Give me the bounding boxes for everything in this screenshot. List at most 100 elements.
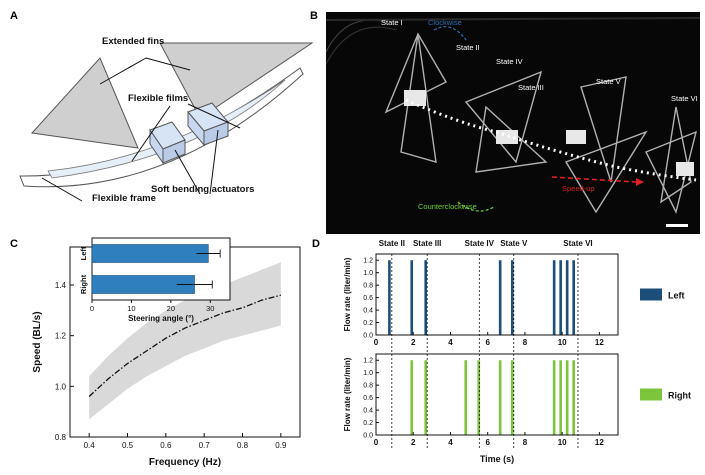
inset-category-label: Right bbox=[79, 274, 88, 294]
flow-y-axis-title: Flow rate (liter/min) bbox=[343, 357, 352, 431]
flow-pulse-right bbox=[510, 360, 514, 435]
x-tick-label: 0.4 bbox=[84, 441, 96, 450]
inset-category-label: Left bbox=[79, 246, 88, 260]
flow-x-tick-label: 10 bbox=[558, 338, 567, 347]
state-label-5: State V bbox=[596, 77, 621, 86]
state-marker-label: State II bbox=[379, 239, 405, 248]
flow-pulse-right bbox=[498, 360, 502, 435]
flow-y-tick-label: 0.8 bbox=[363, 383, 373, 390]
flow-pulse-right bbox=[559, 360, 562, 435]
flow-x-tick-label: 12 bbox=[595, 438, 604, 447]
flow-pulse-right bbox=[424, 360, 428, 435]
flow-x-tick-label: 8 bbox=[523, 438, 528, 447]
flow-x-tick-label: 2 bbox=[411, 438, 416, 447]
flow-y-tick-label: 0.0 bbox=[363, 333, 373, 340]
y-tick-label: 0.8 bbox=[55, 433, 67, 442]
flow-pulse-left bbox=[552, 260, 556, 335]
state-label-6: State VI bbox=[671, 94, 698, 103]
counterclockwise-label: Counterclockwise bbox=[418, 202, 477, 211]
flow-y-tick-label: 0.4 bbox=[363, 408, 373, 415]
flow-pulse-right bbox=[565, 360, 569, 435]
speed-series-line bbox=[88, 294, 281, 397]
inset-bar-left bbox=[91, 244, 209, 263]
robot-motion-photo: State I State II State IV State III Stat… bbox=[326, 12, 700, 234]
flow-x-tick-label: 6 bbox=[485, 438, 490, 447]
inset-x-tick-label: 30 bbox=[206, 304, 214, 313]
clockwise-arrow bbox=[433, 26, 467, 41]
inset-x-tick-label: 0 bbox=[90, 304, 94, 313]
flow-y-tick-label: 1.0 bbox=[363, 370, 373, 377]
counterclockwise-arrow bbox=[457, 201, 495, 212]
flow-x-tick-label: 6 bbox=[485, 338, 490, 347]
flow-x-tick-label: 4 bbox=[448, 338, 453, 347]
flow-x-tick-label: 10 bbox=[558, 438, 567, 447]
flow-y-tick-label: 0.4 bbox=[363, 308, 373, 315]
flow-pulse-left bbox=[498, 260, 502, 335]
legend-label-left: Left bbox=[668, 291, 685, 301]
flow-pulse-left bbox=[424, 260, 428, 335]
state-label-4: State IV bbox=[496, 57, 523, 66]
label-soft-bending-actuators: Soft bending actuators bbox=[151, 184, 255, 195]
flow-y-tick-label: 0.0 bbox=[363, 433, 373, 440]
state-marker-label: State V bbox=[500, 239, 528, 248]
flow-pulse-left bbox=[565, 260, 569, 335]
flow-y-tick-label: 0.6 bbox=[363, 295, 373, 302]
state-marker-label: State III bbox=[413, 239, 441, 248]
legend-label-right: Right bbox=[668, 391, 691, 401]
speedup-label: Speed-up bbox=[562, 184, 595, 193]
flow-y-tick-label: 1.2 bbox=[363, 258, 373, 265]
flow-pulse-right bbox=[477, 360, 481, 435]
state-label-2: State II bbox=[456, 43, 480, 52]
label-flexible-frame: Flexible frame bbox=[92, 193, 156, 204]
flow-y-tick-label: 0.2 bbox=[363, 320, 373, 327]
inset-x-axis-title: Steering angle (°) bbox=[128, 314, 194, 323]
flow-y-tick-label: 0.6 bbox=[363, 395, 373, 402]
flow-x-tick-label: 4 bbox=[448, 438, 453, 447]
label-flexible-films: Flexible films bbox=[128, 93, 189, 104]
robot-motion-sketch bbox=[326, 12, 700, 234]
x-tick-label: 0.7 bbox=[199, 441, 211, 450]
y-tick-label: 1.2 bbox=[55, 332, 67, 341]
panel-a-illustration bbox=[19, 42, 314, 202]
flow-x-tick-label: 8 bbox=[523, 338, 528, 347]
flow-y-tick-label: 0.2 bbox=[363, 420, 373, 427]
flow-x-axis-title: Time (s) bbox=[480, 454, 514, 464]
speedup-arrow bbox=[551, 176, 637, 183]
inset-x-tick-label: 10 bbox=[127, 304, 135, 313]
flow-y-tick-label: 0.8 bbox=[363, 283, 373, 290]
flow-y-tick-label: 1.2 bbox=[363, 358, 373, 365]
actuator-left bbox=[149, 121, 186, 165]
panel-c-letter: C bbox=[10, 238, 18, 250]
label-extended-fins: Extended fins bbox=[102, 36, 165, 47]
confidence-band bbox=[89, 262, 281, 420]
flow-pulse-left bbox=[510, 260, 514, 335]
panel-b-letter: B bbox=[310, 10, 318, 22]
legend-swatch-right bbox=[640, 388, 662, 401]
y-tick-label: 1.0 bbox=[55, 382, 67, 391]
flow-pulse-left bbox=[572, 260, 575, 335]
y-axis-title: Speed (BL/s) bbox=[32, 311, 43, 372]
flow-pulse-left bbox=[559, 260, 562, 335]
x-tick-label: 0.5 bbox=[122, 441, 134, 450]
flow-y-tick-label: 1.0 bbox=[363, 270, 373, 277]
flow-pulse-right bbox=[464, 360, 468, 435]
panel-a-letter: A bbox=[10, 10, 18, 22]
flow-pulse-left bbox=[388, 260, 391, 335]
flow-x-tick-label: 12 bbox=[595, 338, 604, 347]
state-marker-label: State VI bbox=[563, 239, 592, 248]
clockwise-label: Clockwise bbox=[428, 18, 462, 27]
legend-swatch-left bbox=[640, 288, 662, 301]
flow-pulse-left bbox=[410, 260, 414, 335]
flow-pulse-right bbox=[410, 360, 414, 435]
y-tick-label: 1.4 bbox=[55, 281, 67, 290]
flow-frame-left bbox=[375, 253, 619, 336]
x-axis-title: Frequency (Hz) bbox=[149, 457, 221, 468]
state-label-3: State III bbox=[518, 83, 544, 92]
flow-frame-right bbox=[375, 353, 619, 436]
flow-pulse-right bbox=[552, 360, 556, 435]
scale-bar bbox=[666, 224, 688, 227]
flow-x-tick-label: 0 bbox=[374, 438, 379, 447]
x-tick-label: 0.9 bbox=[275, 441, 287, 450]
